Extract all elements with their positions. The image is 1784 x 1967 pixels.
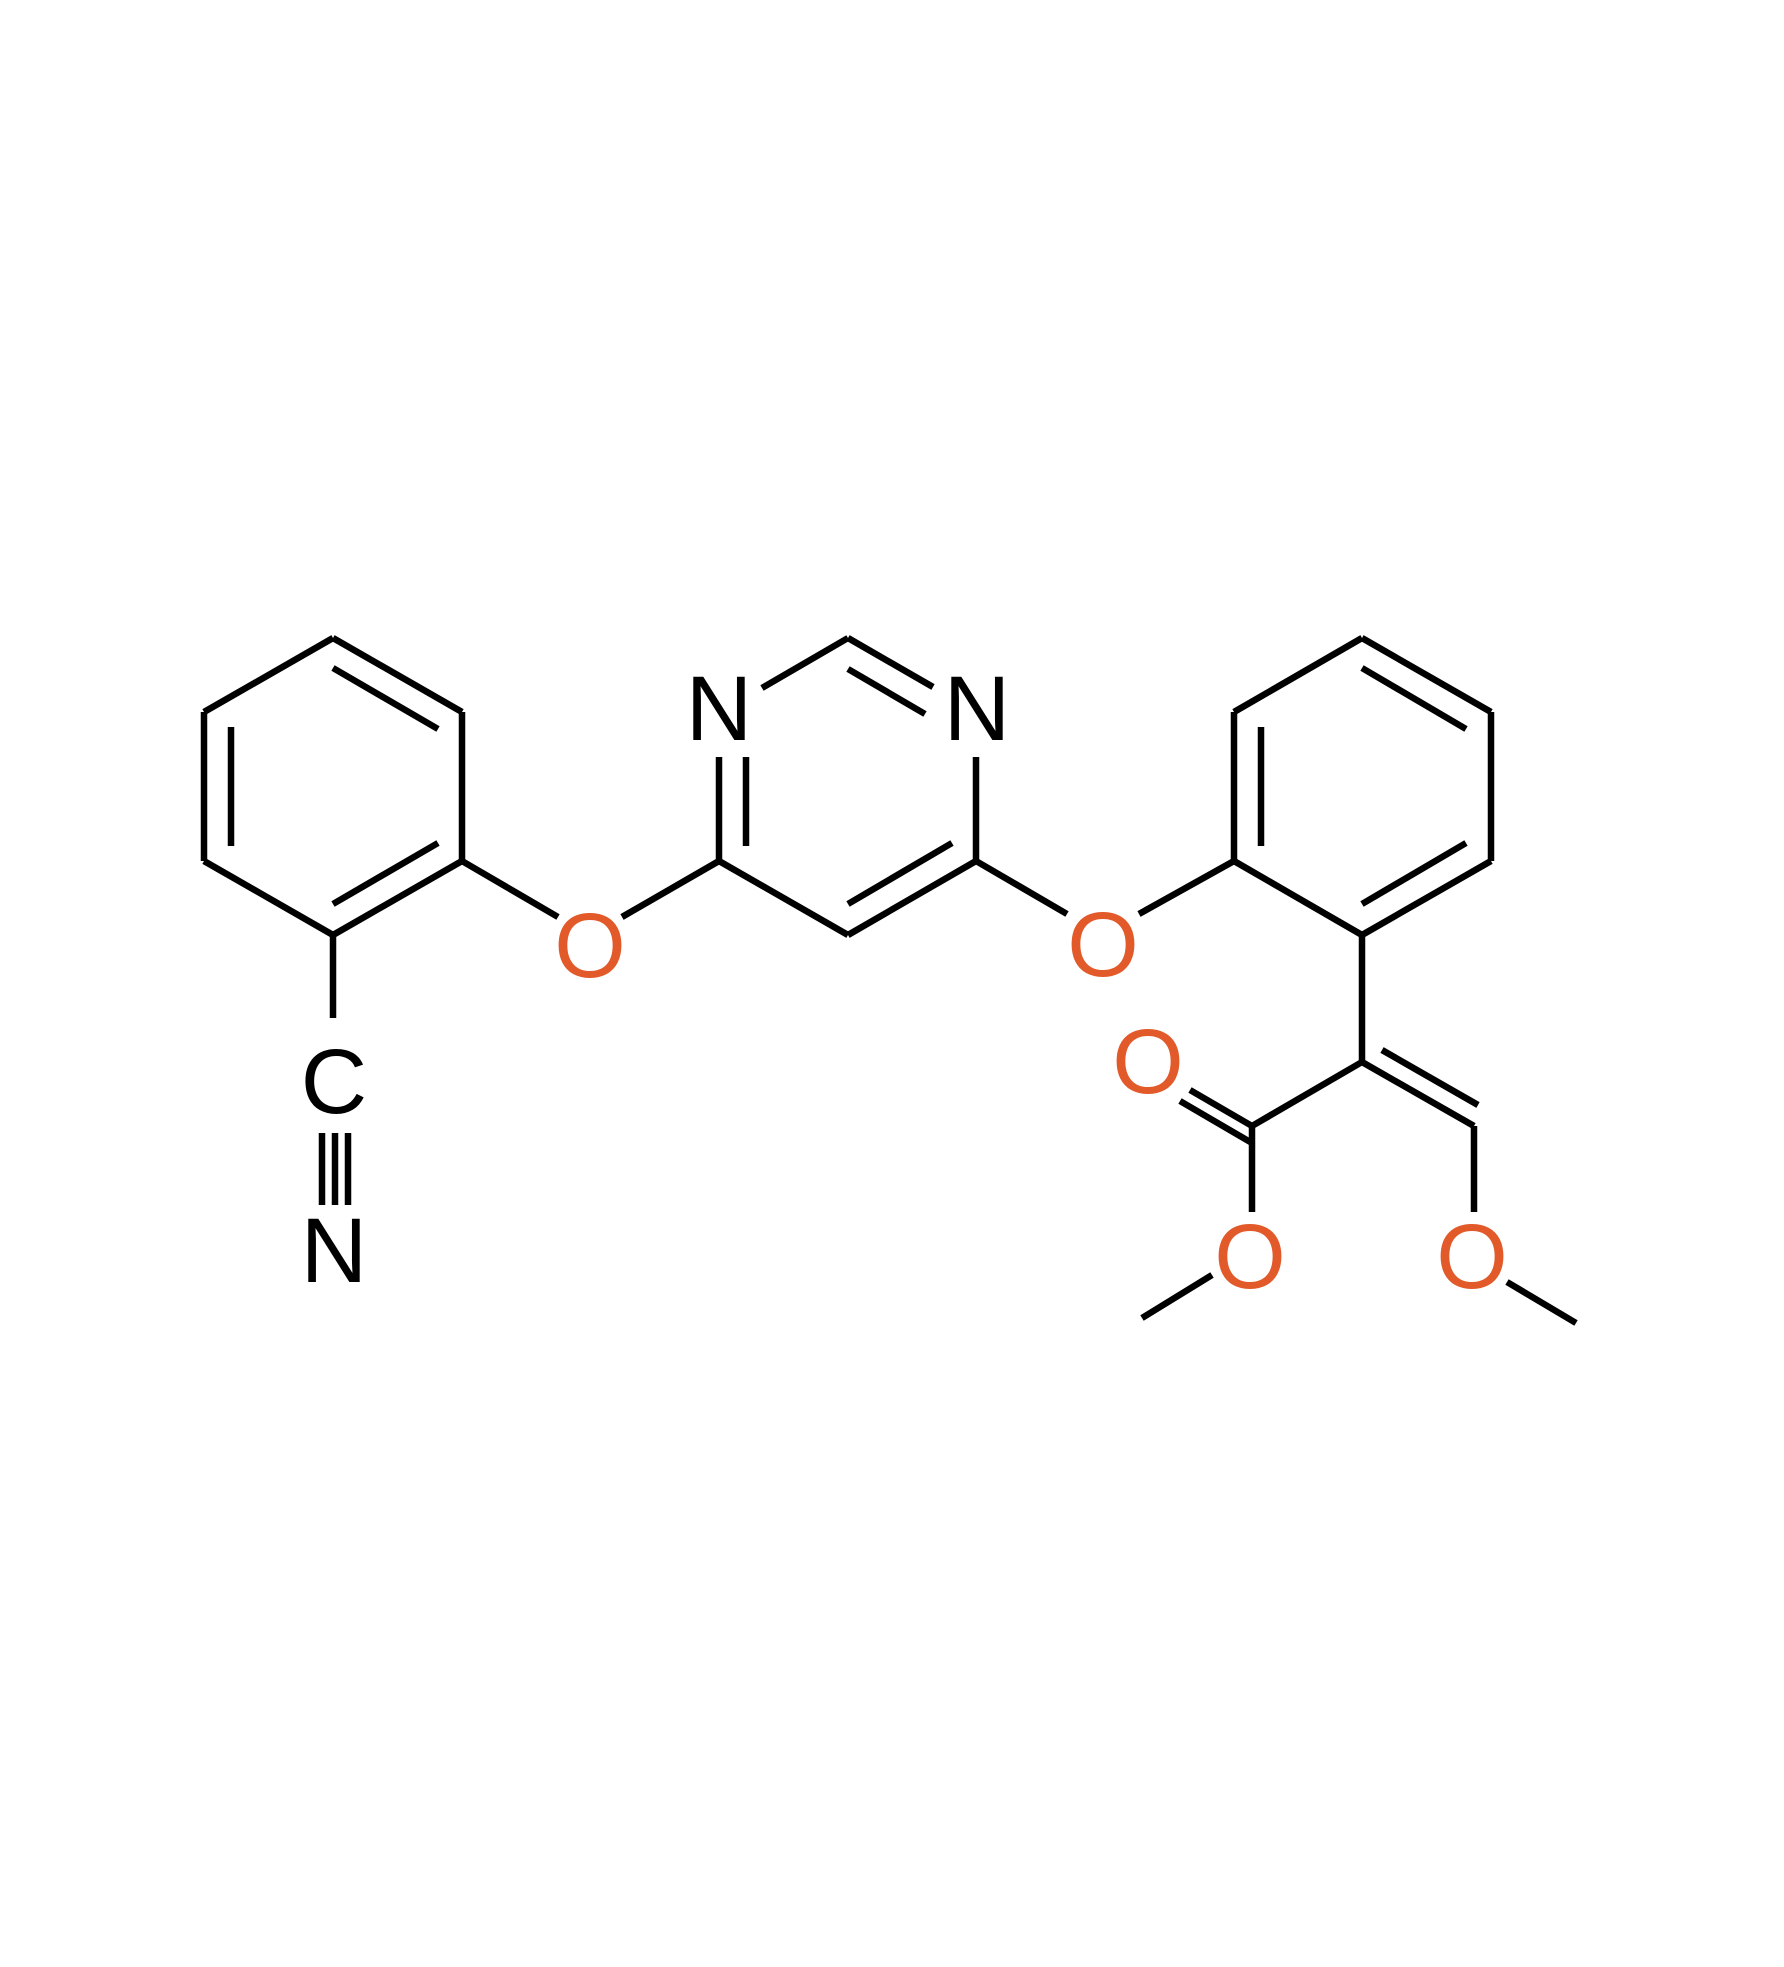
bond [202, 858, 335, 938]
bond [1250, 1059, 1364, 1129]
bond [974, 858, 1069, 917]
atom-n-nitrile: N [301, 1200, 367, 1302]
atom-label-layer: N N O O C N O O O [301, 658, 1508, 1308]
bond [460, 858, 560, 920]
bond-inner [1360, 665, 1468, 732]
bond-inner [331, 665, 440, 732]
bond [331, 635, 464, 715]
bond [620, 858, 721, 920]
atom-o-ether-left: O [554, 895, 626, 997]
atom-o-ether-right: O [1067, 894, 1139, 996]
atom-n-pyrimidine-2: N [944, 658, 1010, 760]
bond [331, 858, 464, 938]
bond-inner [1360, 840, 1468, 907]
bond [1232, 858, 1364, 938]
bond-inner [1380, 1047, 1480, 1108]
bond [846, 858, 978, 938]
bond [1188, 1087, 1254, 1129]
atom-o-methoxy: O [1436, 1206, 1508, 1308]
bond [846, 635, 935, 690]
atom-n-pyrimidine-1: N [686, 658, 752, 760]
bond-layer [200, 635, 1578, 1326]
bond [1505, 1279, 1578, 1326]
bond [1137, 858, 1236, 917]
atom-o-carbonyl: O [1112, 1011, 1184, 1113]
bond [760, 635, 850, 691]
bond-inner [846, 666, 927, 717]
bond-inner [846, 840, 954, 907]
bond [202, 635, 335, 715]
bond [1360, 1059, 1476, 1129]
bond [1140, 1272, 1214, 1321]
bond-inner [1178, 1098, 1254, 1146]
bond-inner [331, 840, 440, 907]
bond [1360, 858, 1493, 938]
bond [1232, 635, 1364, 715]
bond [717, 858, 850, 938]
atom-c-nitrile: C [301, 1031, 367, 1133]
atom-o-ester: O [1214, 1206, 1286, 1308]
bond [1360, 635, 1493, 715]
